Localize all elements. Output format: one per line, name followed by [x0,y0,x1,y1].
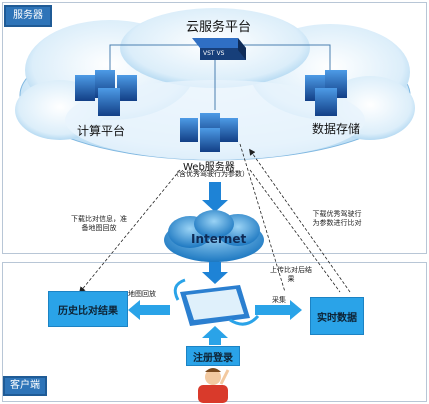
upload-line [239,143,286,293]
to-realtime-arrow [255,300,302,320]
client-tag: 客户端 [3,376,47,396]
register-box: 注册登录 [186,346,240,366]
server-tag: 服务器 [4,5,52,27]
vs-badge: VST VS [203,50,225,57]
history-box: 历史比对结果 [48,291,128,327]
compute-servers-icon [75,70,137,116]
web-to-internet-arrow [202,182,228,212]
realtime-box: 实时数据 [310,297,364,335]
storage-label: 数据存储 [312,122,361,136]
switch-icon [192,38,246,60]
left-note: 下载比对信息，准备地图回放 [71,215,127,232]
right-note: 下载优秀驾驶行为参数进行比对 [312,210,362,227]
storage-servers-icon [305,70,347,116]
compute-label: 计算平台 [77,124,126,138]
phone-icon [173,278,260,326]
download-params-line [249,169,341,293]
to-history-arrow [128,300,170,320]
internet-to-phone-arrow [202,262,228,284]
web-servers-icon [180,113,238,152]
cloud-platform-label: 云服务平台 [186,20,252,35]
internet-label: Internet [191,232,247,246]
collect-label: 采集 [272,296,286,304]
driver-icon [198,368,230,403]
map-replay-label: 地图回放 [128,290,156,298]
web-server-sublabel: （含优秀驾驶行为参数） [172,170,249,178]
download-compare-line [78,169,181,294]
internet-cloud-shape [164,210,264,262]
upload-note: 上传比对后结果 [270,266,312,283]
web-server-label: Web服务器 [183,162,235,173]
register-to-phone-arrow [202,326,228,345]
